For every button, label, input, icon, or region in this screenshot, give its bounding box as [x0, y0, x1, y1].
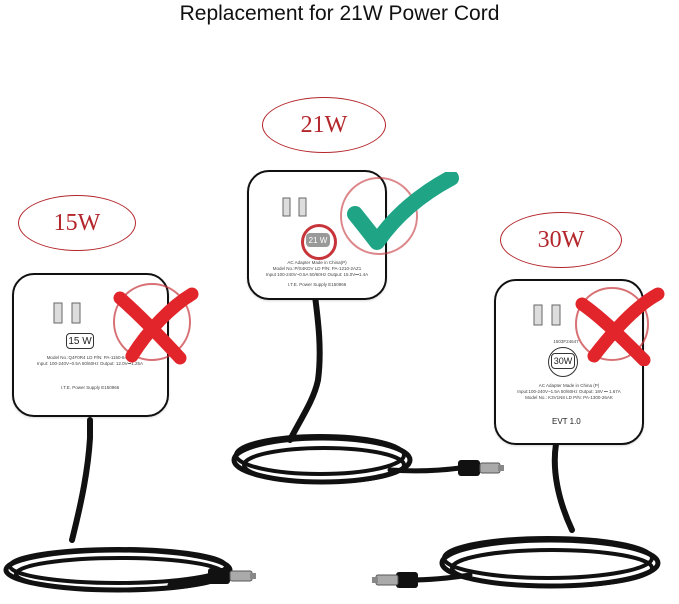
- cord-21w: [231, 293, 463, 485]
- label-30w: 30W: [500, 212, 622, 268]
- adapter-marking: Input: 100-240V~0.5A 50/60Hz Output: 12.…: [36, 361, 144, 366]
- adapter-marking: I.T.E. Power Supply E150966: [287, 282, 347, 287]
- adapter-marking: Model No.: K3V1N8 LD P/N: PA-1300-26AK: [525, 395, 613, 400]
- adapter-code: 1503F24647: [553, 339, 579, 344]
- plug-21w: [458, 460, 504, 476]
- cross-mark-icon: [575, 287, 665, 366]
- adapter-marking: AC Adapter Made in China (P): [538, 383, 600, 388]
- wattage-ring: [548, 347, 578, 377]
- adapter-marking: Model No.:Q4F0R4 LD P/N: PA-1150-84BN: [46, 355, 134, 360]
- cross-mark-icon: [113, 283, 199, 365]
- plug-prongs-icon: [53, 302, 81, 324]
- label-15w: 15W: [18, 195, 136, 251]
- adapter-marking: I.T.E. Power Supply E150966: [60, 385, 120, 390]
- adapter-marking: Model No.:P/S4KDV LD P/N: PA-1210-2AZ1: [272, 266, 362, 271]
- plug-15w: [208, 568, 256, 584]
- wattage-ring: [301, 224, 337, 260]
- check-mark-icon: [340, 172, 459, 255]
- wattage-badge: 15 W: [66, 333, 94, 349]
- adapter-marking: Input 100-240V~0.5A 50/60Hz Output: 15.0…: [265, 272, 369, 277]
- cord-30w: [407, 441, 661, 589]
- wattage-badge: 21 W: [306, 233, 330, 247]
- adapter-marking: AC Adapter Made in China(P): [287, 260, 347, 265]
- plug-prongs-icon: [282, 197, 307, 217]
- adapter-marking: Input:100-240V~1.5A 50/60Hz Output: 18V …: [517, 389, 621, 394]
- plug-prongs-icon: [533, 304, 561, 326]
- label-21w: 21W: [262, 97, 386, 153]
- cord-15w: [3, 417, 233, 593]
- evt-label: EVT 1.0: [552, 417, 581, 426]
- page-title: Replacement for 21W Power Cord: [179, 2, 500, 25]
- plug-30w: [372, 572, 418, 588]
- adapter-30w: 1503F24647 30W AC Adapter Made in China …: [494, 279, 644, 445]
- wattage-badge: 30W: [551, 353, 575, 369]
